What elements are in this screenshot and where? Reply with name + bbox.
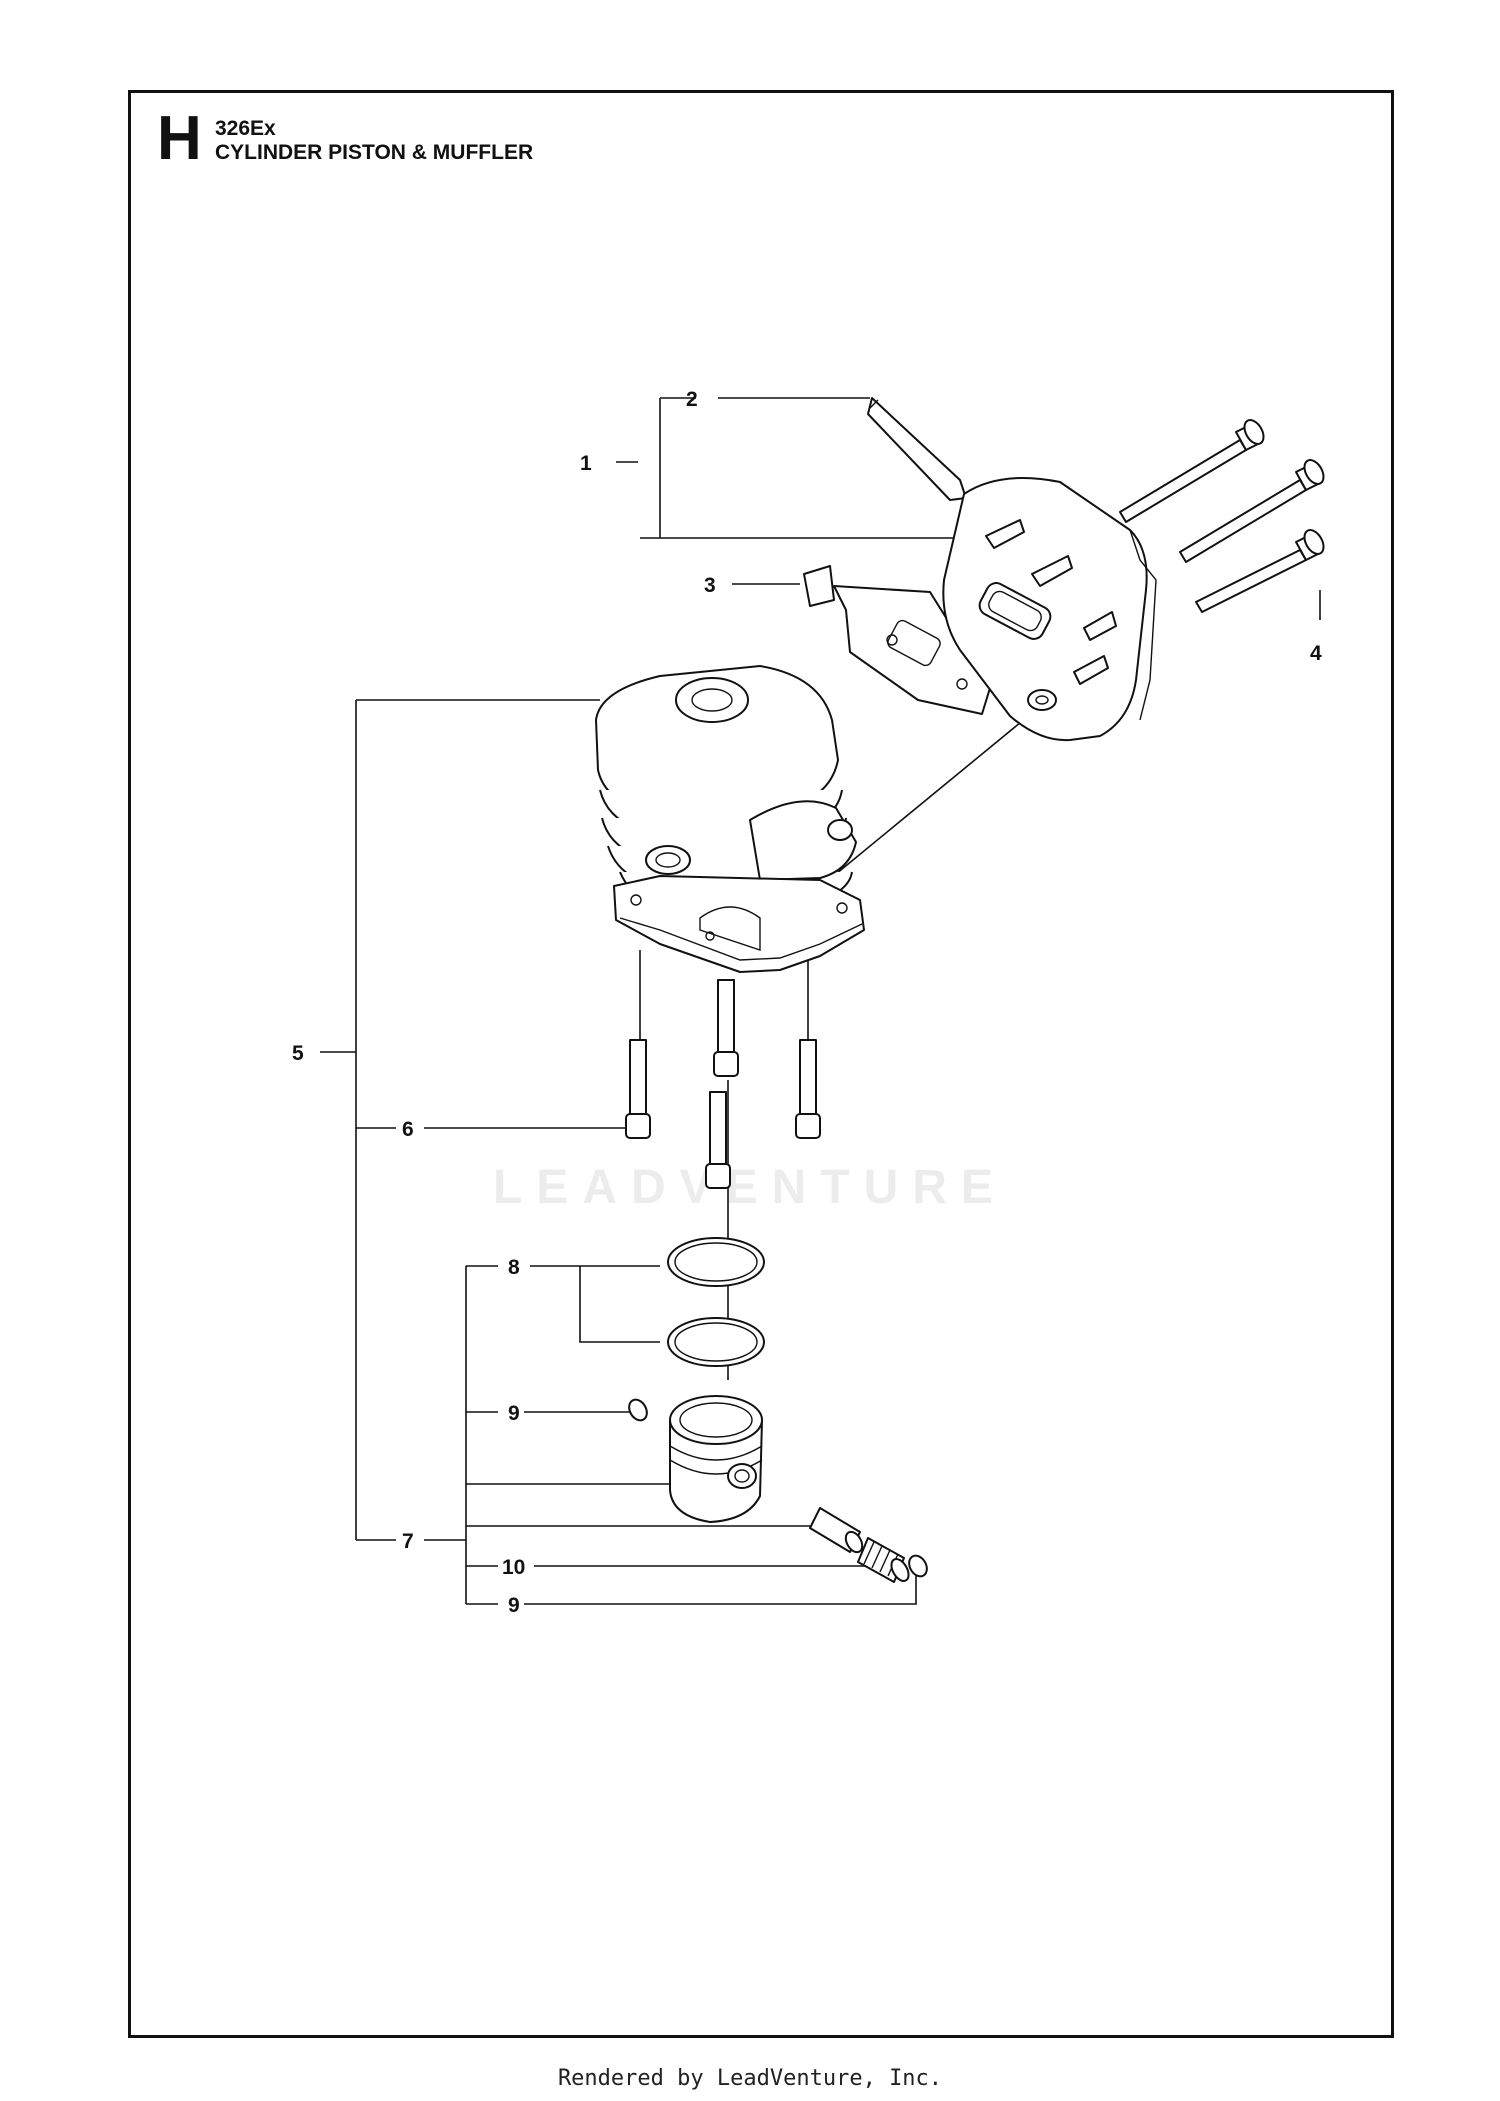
callout-1: 1 <box>580 452 592 475</box>
section-title: CYLINDER PISTON & MUFFLER <box>215 141 534 164</box>
muffler-gasket <box>803 565 991 715</box>
callout-labels: 2 1 3 4 5 6 8 9 7 10 9 <box>292 388 1322 1617</box>
diagram-frame <box>128 90 1394 2038</box>
cylinder-screws <box>625 979 821 1189</box>
section-letter: H <box>157 104 202 173</box>
footer-credit: Rendered by LeadVenture, Inc. <box>557 2066 943 2091</box>
callout-10: 10 <box>502 1556 525 1579</box>
callout-9-lower: 9 <box>508 1594 520 1617</box>
piston-pin <box>809 1507 864 1554</box>
callout-5: 5 <box>292 1042 304 1065</box>
piston-rings <box>667 1237 765 1367</box>
callout-3: 3 <box>704 574 716 597</box>
callout-7: 7 <box>402 1530 414 1553</box>
heat-shield-plate <box>867 397 967 501</box>
muffler <box>942 477 1157 742</box>
callout-4: 4 <box>1310 642 1322 665</box>
callout-8: 8 <box>508 1256 520 1279</box>
leader-lines <box>320 397 1321 1605</box>
needle-bearing <box>857 1537 910 1583</box>
piston <box>669 1395 763 1523</box>
cylinder <box>595 665 865 973</box>
callout-9-upper: 9 <box>508 1402 520 1425</box>
callout-6: 6 <box>402 1118 414 1141</box>
muffler-bolts <box>1119 419 1325 613</box>
model-number: 326Ex <box>215 117 276 140</box>
callout-2: 2 <box>686 388 698 411</box>
watermark: LEADVENTURE <box>492 1161 1008 1214</box>
piston-pin-circlips <box>628 1398 928 1578</box>
